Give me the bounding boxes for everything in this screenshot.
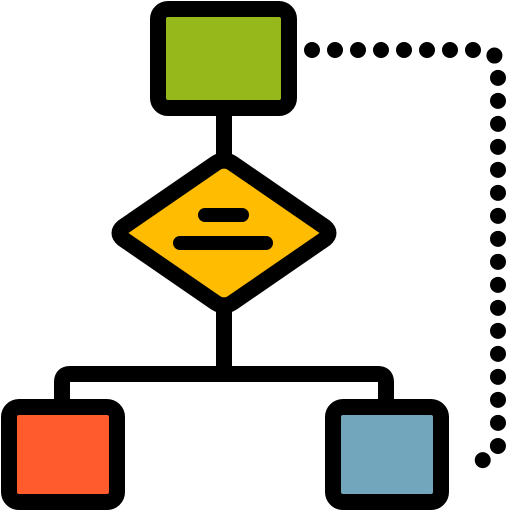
edge-split-bar: [54, 366, 394, 416]
node-left-rectangle: [1, 399, 125, 510]
node-right-rectangle: [325, 399, 449, 510]
node-decision-diamond: [111, 152, 337, 314]
solid-connectors: [54, 100, 394, 416]
edge-dotted-feedback: [304, 42, 506, 470]
equals-icon: [173, 208, 273, 250]
node-top-rectangle: [150, 1, 297, 116]
